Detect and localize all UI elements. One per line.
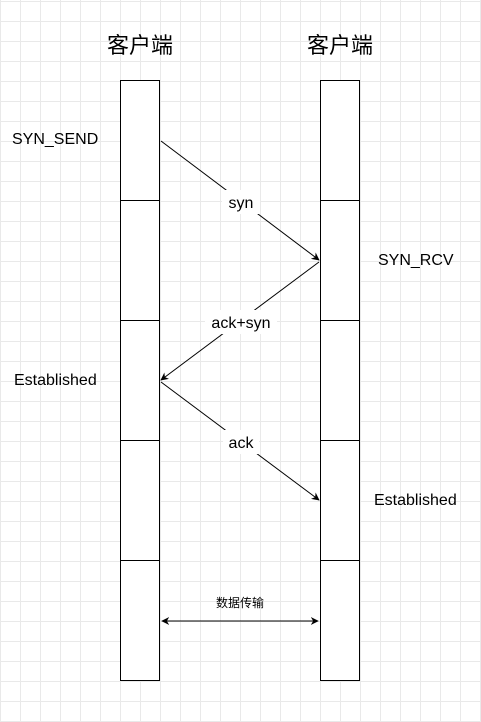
ack-syn-label: ack+syn bbox=[211, 315, 270, 332]
timeline-segment bbox=[320, 441, 360, 561]
syn-label-bg bbox=[222, 190, 260, 214]
ack-label: ack bbox=[229, 435, 255, 452]
timeline-segment bbox=[320, 201, 360, 321]
timeline-segment bbox=[120, 321, 160, 441]
ack-syn-label-bg bbox=[205, 310, 277, 334]
data-transfer-message: 数据传输 bbox=[161, 595, 319, 625]
timeline-segment bbox=[120, 441, 160, 561]
timeline-segment bbox=[120, 201, 160, 321]
ack-label-bg bbox=[223, 430, 259, 454]
timeline-segment bbox=[320, 321, 360, 441]
timeline-segment bbox=[320, 561, 360, 681]
ack-syn-message: ack+syn bbox=[160, 261, 320, 381]
state-syn-rcv-label: SYN_RCV bbox=[378, 252, 454, 269]
server-timeline bbox=[320, 80, 360, 681]
ack-message: ack bbox=[160, 381, 320, 501]
client-title: 客户端 bbox=[106, 33, 173, 58]
state-syn-send-label: SYN_SEND bbox=[12, 131, 99, 148]
timeline-segment bbox=[120, 561, 160, 681]
timeline-segment bbox=[120, 80, 160, 201]
state-client-established-label: Established bbox=[14, 372, 97, 389]
server-title: 客户端 bbox=[306, 33, 373, 58]
client-timeline bbox=[120, 80, 160, 681]
timeline-segment bbox=[320, 80, 360, 201]
syn-message: syn bbox=[160, 140, 320, 261]
data-transfer-label: 数据传输 bbox=[216, 595, 264, 610]
state-server-established-label: Established bbox=[374, 492, 457, 509]
syn-label: syn bbox=[229, 195, 254, 212]
